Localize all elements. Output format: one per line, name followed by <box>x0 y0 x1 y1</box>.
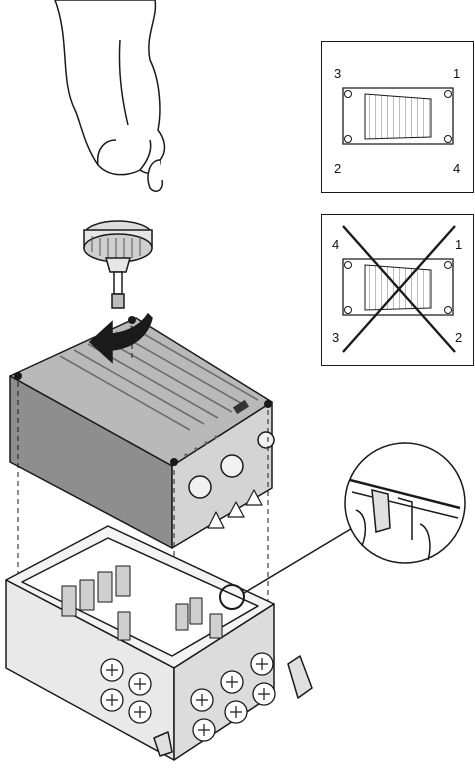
motor-cover <box>9 316 275 549</box>
torque-screwdriver-icon <box>83 220 153 309</box>
tightening-order-wrong-panel: 4 1 3 2 <box>321 214 474 366</box>
connection-box <box>5 525 313 761</box>
order-label-top-left: 3 <box>334 66 342 81</box>
detail-callout <box>243 442 466 594</box>
cover-plate-icon <box>342 87 454 145</box>
rotate-arrow-icon <box>88 312 153 364</box>
cross-mark-icon <box>342 225 456 353</box>
order-label-bottom-left: 2 <box>334 161 342 176</box>
cover-plate-icon <box>342 225 456 353</box>
hand-icon <box>54 0 166 192</box>
order-label-top-right: 1 <box>453 66 461 81</box>
order-label-top-left: 4 <box>332 237 340 252</box>
tightening-order-correct-panel: 3 1 2 4 <box>321 41 474 193</box>
order-label-top-right: 1 <box>455 237 463 252</box>
order-label-bottom-right: 4 <box>453 161 461 176</box>
order-label-bottom-right: 2 <box>455 330 463 345</box>
order-label-bottom-left: 3 <box>332 330 340 345</box>
warning-triangle-icon <box>207 489 263 529</box>
